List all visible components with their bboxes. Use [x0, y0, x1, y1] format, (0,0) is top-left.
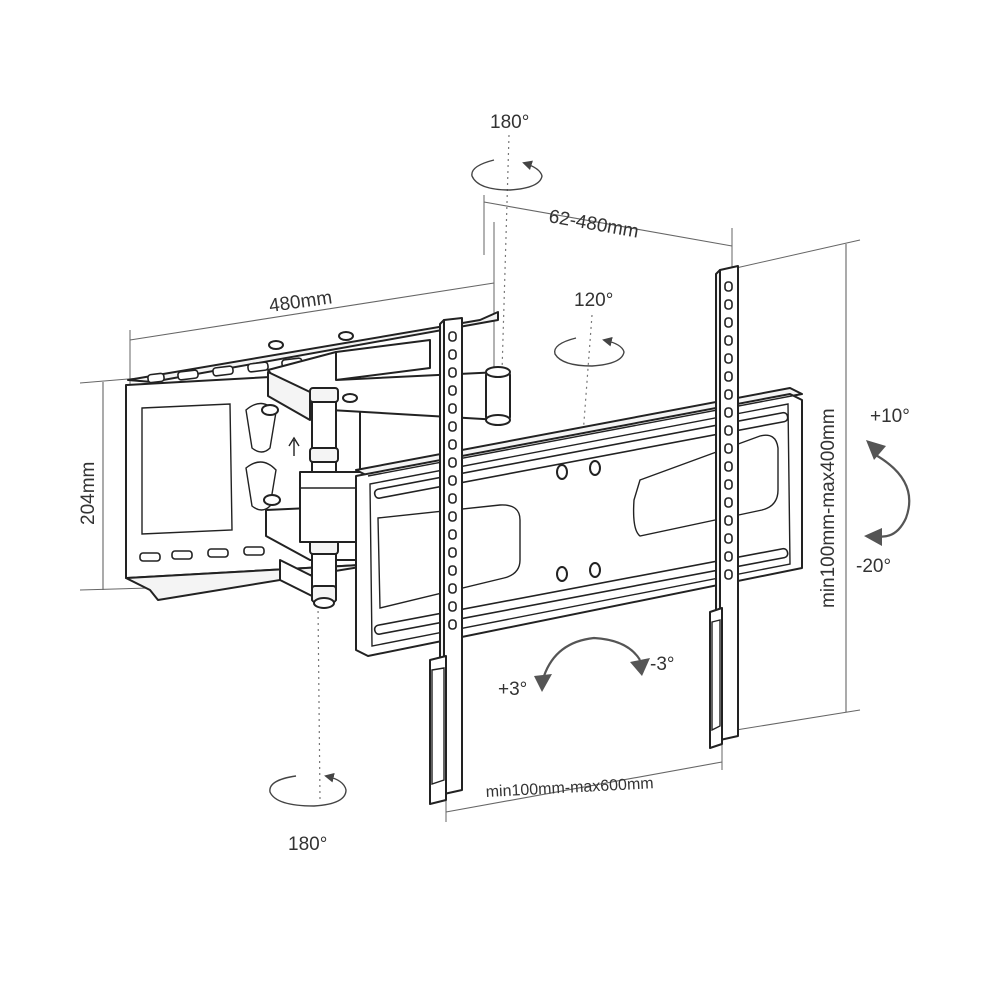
swivel-mid-label: 120°	[574, 290, 613, 311]
vesa-vertical-label: min100mm-max400mm	[818, 408, 839, 608]
tv-bracket-left	[429, 317, 463, 805]
swivel-top-rotation-icon	[471, 159, 543, 191]
swivel-mid-rotation-icon	[553, 336, 625, 367]
swivel-top-label: 180°	[490, 112, 529, 133]
level-plus-label: +3°	[498, 679, 527, 700]
tilt-up-label: +10°	[870, 406, 910, 427]
tv-bracket-right	[709, 265, 739, 749]
arm-length-label: 480mm	[268, 287, 334, 317]
extension-label: 62-480mm	[547, 206, 640, 242]
swivel-bottom-rotation-icon	[269, 772, 347, 807]
level-arc-icon	[534, 636, 650, 692]
swivel-bottom-label: 180°	[288, 834, 327, 855]
pivot-axes	[317, 134, 593, 801]
tv-interface-plate	[355, 387, 803, 657]
level-minus-label: -3°	[650, 654, 675, 675]
swivel-arms	[261, 331, 511, 609]
tilt-down-label: -20°	[856, 556, 891, 577]
wall-height-label: 204mm	[78, 462, 99, 525]
tilt-arc-icon	[864, 440, 911, 546]
vesa-horizontal-label: min100mm-max600mm	[485, 775, 654, 801]
